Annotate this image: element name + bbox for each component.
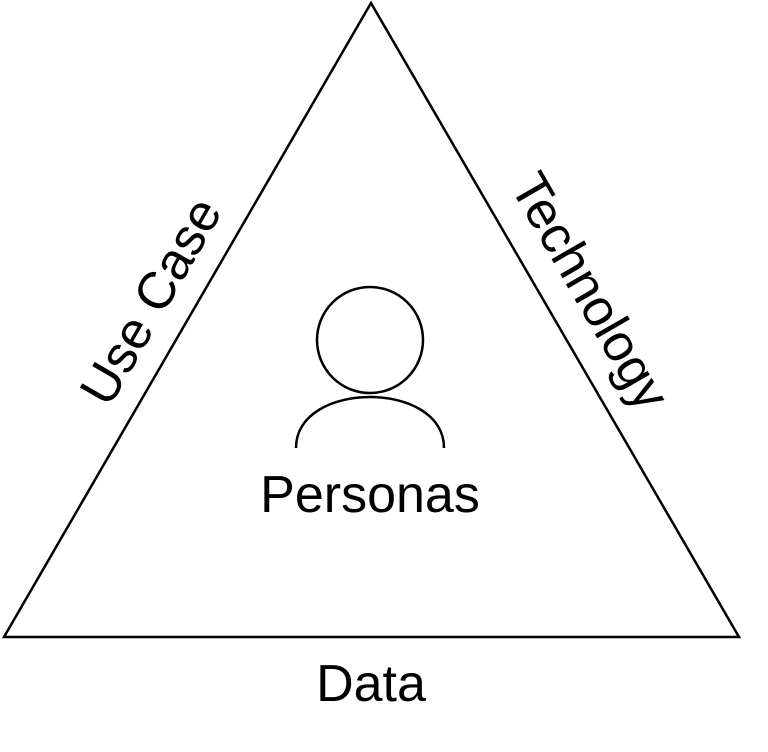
center-label: Personas bbox=[260, 466, 480, 524]
triangle bbox=[1, 0, 742, 639]
person-icon bbox=[294, 285, 446, 449]
bottom-side-label: Data bbox=[316, 655, 426, 713]
